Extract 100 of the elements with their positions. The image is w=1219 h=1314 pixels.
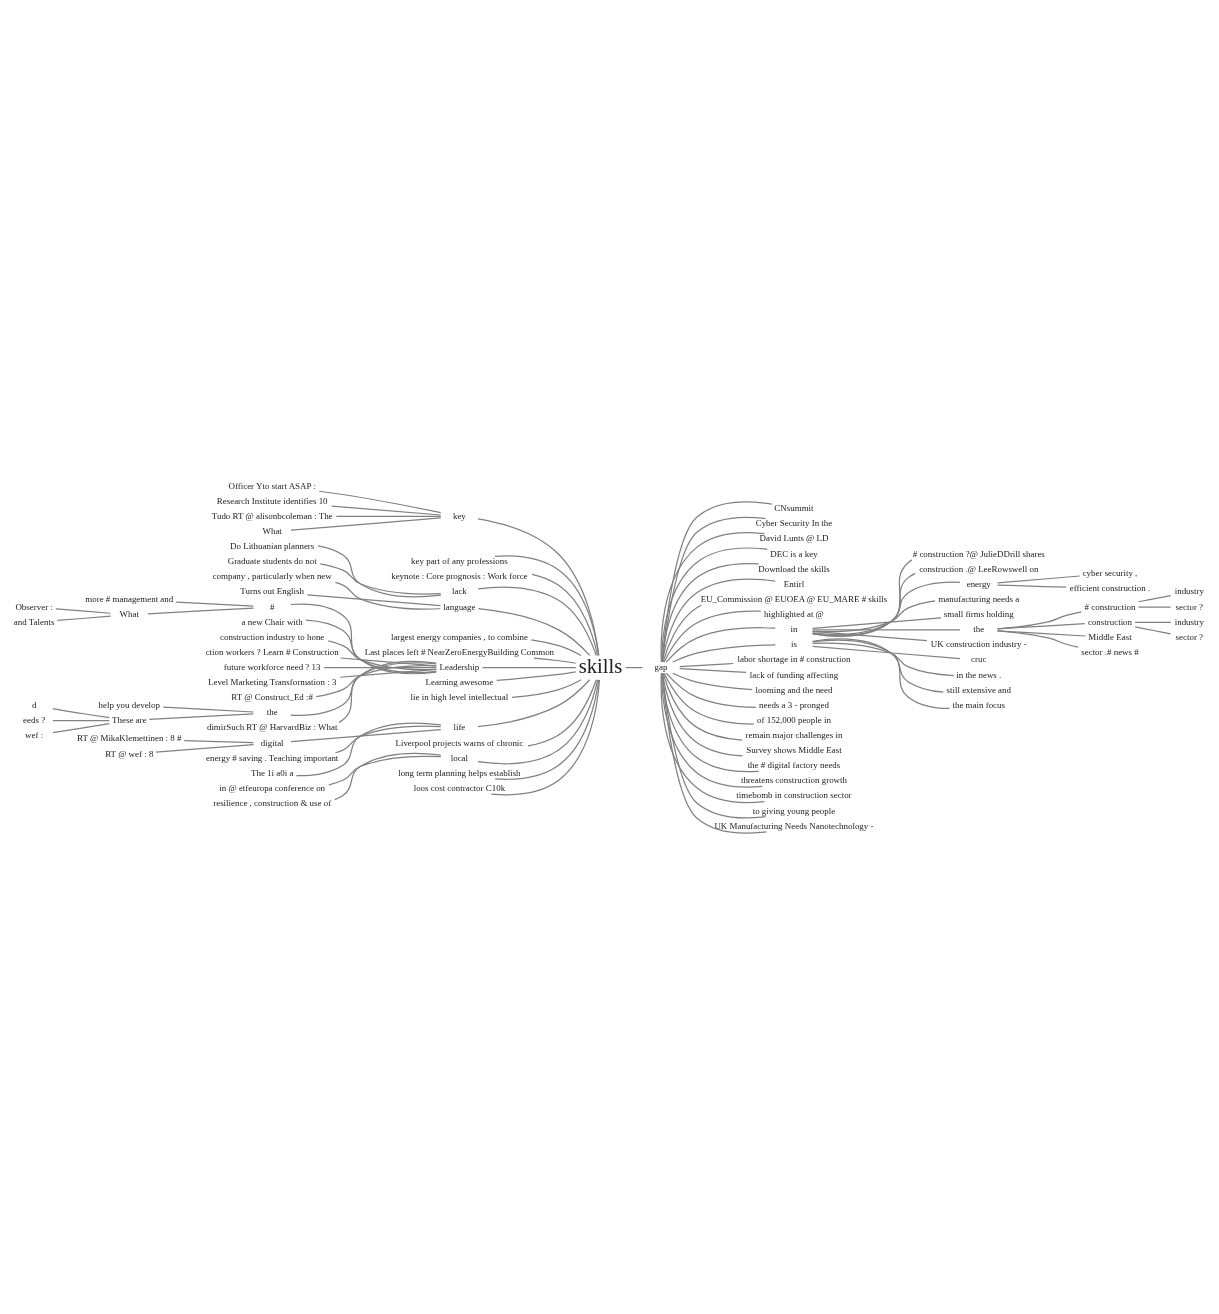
connector <box>183 740 255 744</box>
connector <box>663 610 762 663</box>
node-text: industry <box>1174 586 1204 597</box>
node-text: Entirl <box>783 578 805 589</box>
connector <box>290 603 437 675</box>
connector <box>338 660 437 724</box>
connector <box>662 604 702 663</box>
connector <box>661 578 776 663</box>
node-text: Leadership <box>439 661 480 672</box>
connector <box>162 706 255 713</box>
connector <box>477 679 591 728</box>
connector <box>290 728 442 743</box>
connector <box>305 619 437 673</box>
connector <box>290 662 437 716</box>
node-text: remain major challenges in <box>745 729 843 740</box>
connector <box>52 707 110 719</box>
node-text: RT @ Construct_Ed :# <box>231 692 313 703</box>
node-text: Officer Yto start ASAP : <box>228 480 316 491</box>
connector <box>477 586 597 657</box>
node-text: gap <box>654 661 668 672</box>
node-text: energy <box>966 578 991 589</box>
node-text: lack of funding affecting <box>749 669 839 680</box>
node-text: manufacturing needs a <box>938 593 1020 604</box>
node-text: Do Lithuanian planners <box>230 541 315 552</box>
node-text: help you develop <box>98 699 161 710</box>
node-text: the # digital factory needs <box>747 760 841 771</box>
node-text: EU_Commission @ EUOEA @ EU_MARE # skills <box>700 593 888 604</box>
connector <box>679 662 734 668</box>
connector <box>811 617 942 629</box>
node-text: the main focus <box>952 699 1006 710</box>
connector <box>811 639 944 693</box>
node-text: largest energy companies , to combine <box>390 631 528 642</box>
node-text: # construction ?@ JulieDDrill shares <box>912 548 1045 559</box>
connector <box>334 752 442 801</box>
node-text: What <box>262 525 282 536</box>
connector <box>490 679 601 796</box>
node-text: industry <box>1174 616 1204 627</box>
node-text: in <box>790 624 798 635</box>
node-text: in the news . <box>956 669 1002 680</box>
node-text: wef : <box>25 729 44 740</box>
connector <box>661 672 744 757</box>
node-text: Liverpool projects warns of chronic <box>395 737 524 748</box>
connector <box>996 575 1081 584</box>
connector <box>331 505 442 516</box>
node-text: Graduate students do not <box>227 556 317 567</box>
node-text: RT @ MikaKlemettinen : 8 # <box>77 733 182 744</box>
node-text: more # management and <box>85 593 174 604</box>
node-text: Cyber Security In the <box>755 518 833 529</box>
node-text: Survey shows Middle East <box>746 745 842 756</box>
node-text: small firms holding <box>943 609 1014 620</box>
connector <box>1138 594 1172 603</box>
node-text: to giving young people <box>752 805 836 816</box>
connector <box>811 630 928 642</box>
node-text: UK Manufacturing Needs Nanotechnology - <box>714 820 874 831</box>
connector <box>996 630 1087 637</box>
node-text: CNsummit <box>774 503 814 514</box>
node-text: the <box>266 707 278 718</box>
node-text: resilience , construction & use of <box>213 797 332 808</box>
connector <box>295 722 442 777</box>
node-text: Research Institute identifies 10 <box>216 495 328 506</box>
connector <box>477 679 599 765</box>
node-text: These are <box>112 714 147 725</box>
connector <box>672 644 776 663</box>
node-text: company , particularly when new <box>212 571 332 582</box>
connector <box>319 563 442 595</box>
node-text: loos cost contractor C10k <box>413 782 506 793</box>
connector <box>56 615 112 622</box>
node-text: Turns out English <box>240 586 304 597</box>
connector <box>665 672 757 709</box>
connector <box>533 657 577 664</box>
node-text: UK construction industry - <box>930 639 1027 650</box>
node-text: looming and the need <box>755 684 833 695</box>
node-text: long term planning helps establish <box>398 767 521 778</box>
node-text: of 152,000 people in <box>757 714 831 725</box>
connector <box>494 555 600 656</box>
connector <box>52 723 110 734</box>
node-text: key part of any professions <box>411 556 508 567</box>
node-text: eeds ? <box>23 714 46 725</box>
connector <box>1138 606 1172 608</box>
connector <box>996 630 1079 648</box>
connector <box>494 679 600 780</box>
node-text: local <box>450 752 469 763</box>
node-text: d <box>31 699 37 710</box>
node-text: needs a 3 - pronged <box>759 699 829 710</box>
node-text: energy # saving . Teaching important <box>206 752 339 763</box>
node-text: Download the skills <box>758 563 830 574</box>
connector <box>52 719 110 722</box>
node-text: Middle East <box>1088 631 1132 642</box>
connector <box>527 679 597 747</box>
node-text: construction .@ LeeRowswell on <box>919 563 1039 574</box>
node-text: key <box>452 510 466 521</box>
connector <box>1134 626 1172 635</box>
connector <box>661 672 760 773</box>
node-text: still extensive and <box>946 684 1011 695</box>
node-text: Tudo RT @ alisonbcoleman : The <box>211 510 333 521</box>
connector <box>661 562 760 663</box>
connector <box>665 627 776 663</box>
connector <box>811 559 913 637</box>
node-text: David Lunts @ LD <box>759 533 829 544</box>
node-text: dimirSuch RT @ HarvardBiz : What <box>206 722 338 733</box>
